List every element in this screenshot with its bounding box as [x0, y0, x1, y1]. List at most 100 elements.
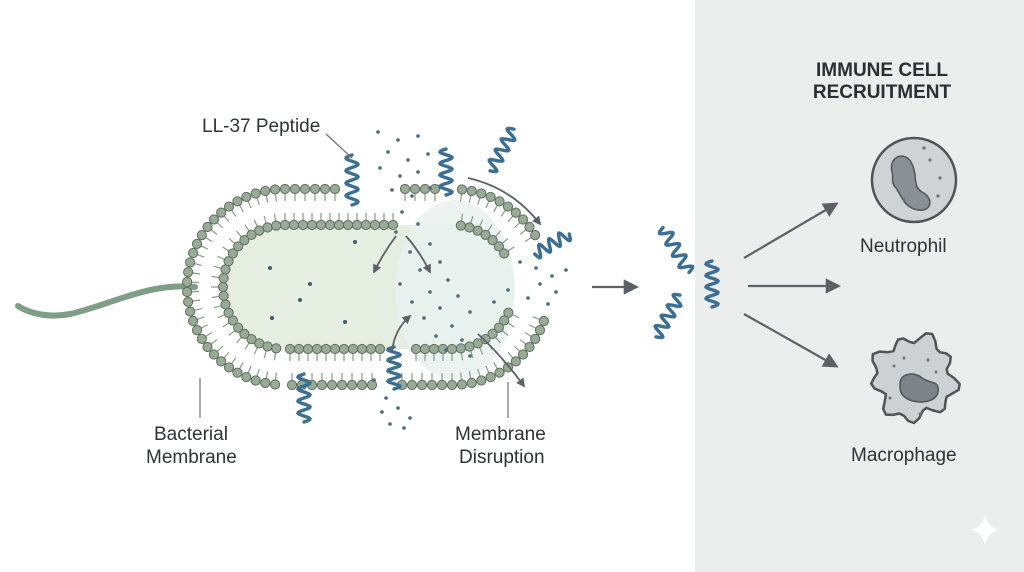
leaked-dot — [396, 138, 400, 142]
leaked-dot — [380, 410, 384, 414]
cell-content-dot — [343, 320, 347, 324]
leaked-dot — [378, 166, 382, 170]
lipid-head — [188, 315, 199, 327]
lipid-head — [538, 315, 549, 327]
immune-recruitment-title-line2: RECRUITMENT — [812, 82, 952, 103]
leaked-dot — [468, 354, 472, 358]
lipid-head — [464, 341, 475, 352]
lipid-head — [246, 229, 257, 240]
lipid-head — [288, 219, 300, 231]
lipid-head — [284, 343, 296, 355]
lipid-head — [499, 248, 510, 259]
leaked-dot — [450, 324, 454, 328]
lipid-head — [499, 315, 510, 326]
lipid-head — [446, 379, 458, 391]
lipid-head — [487, 328, 498, 339]
cell-content-dot — [353, 240, 357, 244]
granule — [922, 146, 926, 150]
lipid-head — [406, 379, 418, 391]
neutrophil-nucleus — [890, 155, 931, 211]
macrophage-nucleus — [899, 373, 939, 403]
leaked-dot — [390, 188, 394, 192]
granule — [902, 198, 906, 202]
leaked-dot — [400, 210, 404, 214]
leaked-dot — [372, 378, 376, 382]
arrows — [373, 177, 842, 388]
lipid-head — [351, 219, 363, 231]
granule — [928, 158, 932, 162]
lipid-head — [239, 328, 250, 339]
lipid-head — [232, 367, 243, 378]
lipid-head — [503, 307, 514, 318]
leaked-dot — [538, 282, 542, 286]
macrophage-label: Macrophage — [851, 445, 957, 466]
leaked-dot — [422, 316, 426, 320]
leaked-dot — [394, 230, 398, 234]
lipid-head — [366, 379, 378, 391]
lipid-head — [191, 325, 203, 336]
lipid-head — [472, 225, 483, 236]
leaked-dot — [438, 260, 442, 264]
leaked-dot — [434, 334, 438, 338]
lipid-head — [419, 183, 431, 195]
lipid-head — [227, 248, 238, 259]
lipid-head — [302, 343, 314, 355]
lipid-head — [428, 343, 440, 355]
granule — [892, 364, 896, 368]
cell-content-dot — [268, 266, 272, 270]
lipid-head — [185, 306, 196, 317]
leaked-dot — [416, 170, 420, 174]
lipid-head — [524, 221, 535, 233]
lipid-head — [466, 185, 477, 197]
cell-content-dot — [308, 282, 312, 286]
immune-cells — [869, 136, 1000, 545]
lipid-head — [246, 334, 257, 345]
peptide-leader — [325, 133, 353, 159]
to-macrophage-arrow — [743, 313, 839, 368]
lipid-head — [534, 325, 546, 336]
flagellum — [15, 283, 198, 319]
lipid-head — [494, 367, 505, 378]
lipid-head — [218, 290, 229, 301]
lipid-head — [185, 257, 196, 268]
sparkle-icon — [970, 515, 1000, 545]
lipid-head — [502, 362, 514, 373]
lipid-head — [218, 273, 229, 284]
leaked-dot — [446, 278, 450, 282]
cell-content-dot — [270, 316, 274, 320]
lipid-head — [260, 377, 271, 389]
lipid-head — [286, 379, 298, 391]
lipid-head — [279, 219, 291, 231]
lipid-head — [329, 183, 341, 195]
lipid-head — [455, 220, 466, 231]
membrane-disruption-label-line2: Disruption — [459, 447, 545, 468]
lipid-head — [216, 207, 227, 218]
lipid-head — [227, 315, 238, 326]
lipid-head — [299, 183, 311, 195]
cell-content-dot — [298, 298, 302, 302]
leaked-dot — [410, 300, 414, 304]
lipid-head — [480, 334, 491, 345]
leaked-dot — [526, 296, 530, 300]
lipid-head — [217, 281, 229, 293]
bacterial-membrane-label-line1: Bacterial — [154, 424, 228, 445]
lipid-head — [510, 356, 521, 367]
leaked-dot — [438, 306, 442, 310]
lipid-head — [309, 183, 321, 195]
lipid-head — [374, 343, 386, 355]
leaked-dot — [518, 260, 522, 264]
lipid-head — [216, 356, 227, 367]
lipid-head — [208, 349, 220, 360]
lipid-head — [517, 349, 529, 360]
leaked-dot — [410, 194, 414, 198]
lipid-head — [456, 379, 468, 390]
granule — [926, 358, 930, 362]
leaked-dot — [426, 152, 430, 156]
lipid-head — [202, 341, 213, 353]
peptide-label: LL-37 Peptide — [202, 116, 321, 137]
lipid-head — [409, 183, 421, 195]
lipid-head — [476, 375, 487, 386]
lipid-head — [326, 379, 338, 391]
